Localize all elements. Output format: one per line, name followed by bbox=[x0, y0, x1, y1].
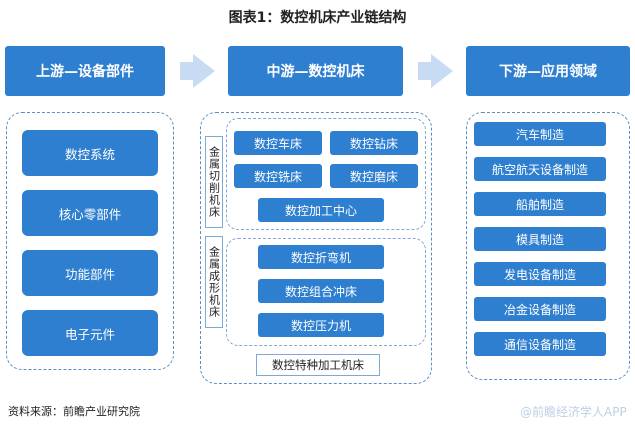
special-machining-label: 数控特种加工机床 bbox=[256, 354, 380, 376]
arrow-right-icon bbox=[431, 54, 453, 88]
cutting-item: 数控车床 bbox=[234, 131, 322, 155]
midstream-panel bbox=[200, 112, 432, 384]
midstream-header: 中游—数控机床 bbox=[228, 46, 403, 96]
cutting-group bbox=[226, 118, 426, 230]
downstream-item: 冶金设备制造 bbox=[474, 297, 606, 321]
forming-label: 金属成形机床 bbox=[205, 236, 223, 328]
cutting-item: 数控铣床 bbox=[234, 164, 322, 188]
arrow-right-icon bbox=[193, 54, 215, 88]
forming-item: 数控组合冲床 bbox=[258, 279, 384, 303]
downstream-item: 通信设备制造 bbox=[474, 332, 606, 356]
downstream-item: 航空航天设备制造 bbox=[474, 157, 606, 181]
page-title: 图表1：数控机床产业链结构 bbox=[228, 10, 407, 26]
downstream-item: 汽车制造 bbox=[474, 122, 606, 146]
downstream-header: 下游—应用领域 bbox=[466, 46, 630, 96]
source-note: 资料来源：前瞻产业研究院 bbox=[8, 405, 140, 418]
cutting-item: 数控磨床 bbox=[330, 164, 418, 188]
downstream-item: 模具制造 bbox=[474, 227, 606, 251]
arrow-right-icon bbox=[180, 62, 194, 80]
cutting-label: 金属切削机床 bbox=[205, 136, 223, 228]
cutting-item: 数控加工中心 bbox=[258, 198, 384, 222]
upstream-item: 电子元件 bbox=[22, 310, 158, 356]
cutting-item: 数控钻床 bbox=[330, 131, 418, 155]
watermark-text: @前瞻经济学人APP bbox=[520, 405, 627, 419]
downstream-panel bbox=[466, 112, 630, 380]
upstream-item: 数控系统 bbox=[22, 130, 158, 176]
upstream-item: 核心零部件 bbox=[22, 190, 158, 236]
forming-item: 数控折弯机 bbox=[258, 245, 384, 269]
upstream-header: 上游—设备部件 bbox=[5, 46, 165, 96]
forming-group bbox=[226, 238, 426, 346]
arrow-right-icon bbox=[418, 62, 432, 80]
upstream-item: 功能部件 bbox=[22, 250, 158, 296]
downstream-item: 船舶制造 bbox=[474, 192, 606, 216]
upstream-panel bbox=[6, 112, 174, 370]
downstream-item: 发电设备制造 bbox=[474, 262, 606, 286]
forming-item: 数控压力机 bbox=[258, 313, 384, 337]
